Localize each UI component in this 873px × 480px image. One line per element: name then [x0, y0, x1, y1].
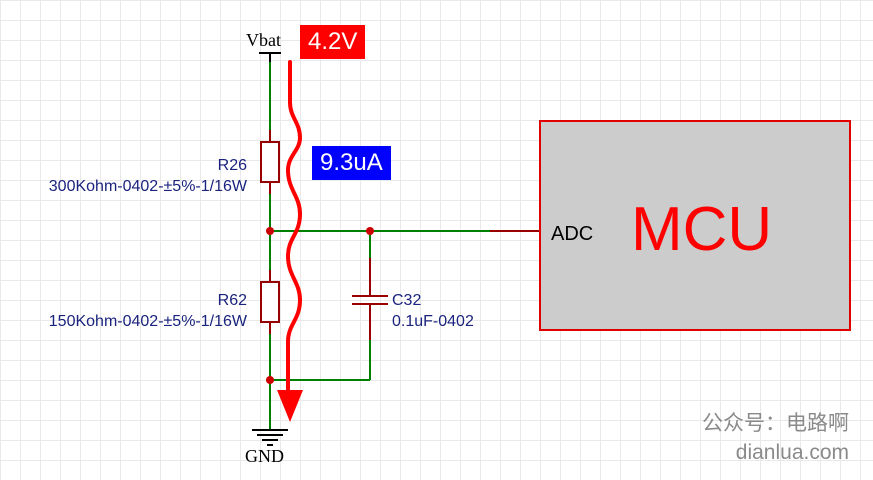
- junction-dot: [366, 227, 374, 235]
- gnd-symbol: [252, 429, 288, 446]
- junction-dot: [266, 376, 274, 384]
- mcu-title: MCU: [631, 195, 773, 264]
- r26-value-label: 300Kohm-0402-±5%-1/16W: [48, 178, 247, 195]
- watermark-line1: 公众号：电路啊: [702, 412, 849, 435]
- mcu-block: [539, 120, 851, 331]
- r62-body: [260, 281, 280, 323]
- watermark-line2: dianlua.com: [735, 441, 849, 464]
- current-flow-arrow: [285, 60, 303, 395]
- current-tag: 9.3uA: [312, 146, 391, 180]
- gnd-label: GND: [245, 446, 284, 466]
- r26-body: [260, 141, 280, 183]
- r62-ref-label: R62: [217, 292, 247, 309]
- junction-dot: [266, 227, 274, 235]
- wires: [269, 55, 490, 430]
- r62-value-label: 150Kohm-0402-±5%-1/16W: [48, 313, 247, 330]
- current-arrow-head: [277, 390, 303, 422]
- c32-ref-label: C32: [392, 292, 422, 309]
- vbat-label: Vbat: [246, 30, 281, 50]
- adc-pin-label: ADC: [551, 223, 594, 245]
- c32-value-label: 0.1uF-0402: [392, 313, 474, 330]
- r26-ref-label: R26: [217, 157, 247, 174]
- voltage-tag: 4.2V: [300, 25, 366, 59]
